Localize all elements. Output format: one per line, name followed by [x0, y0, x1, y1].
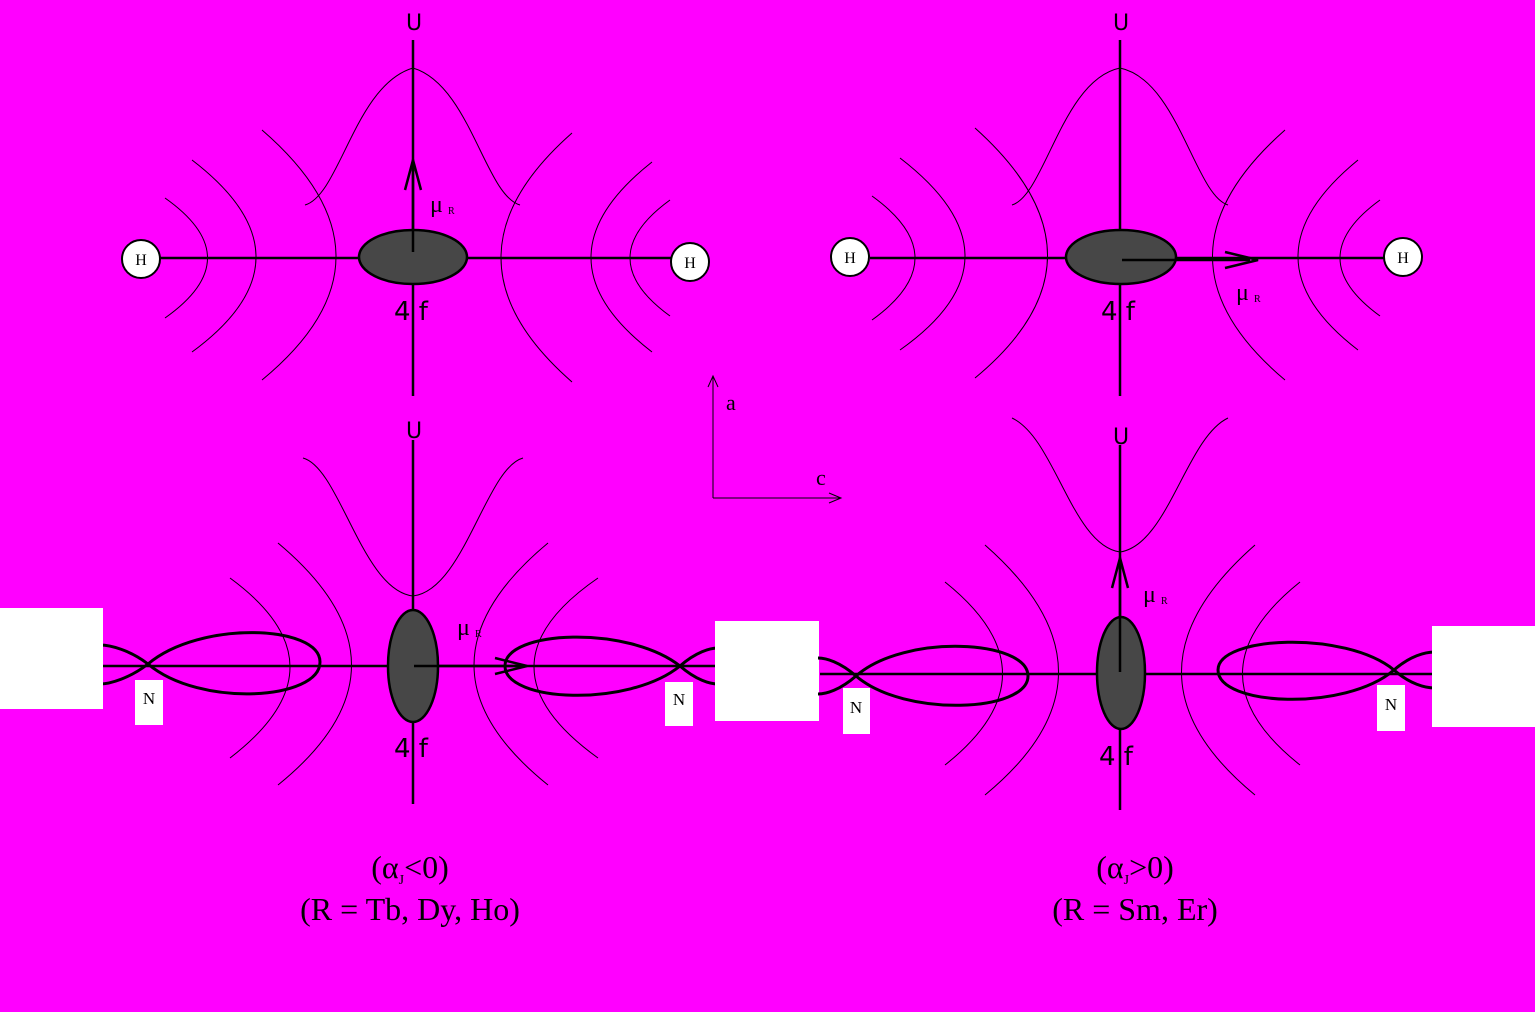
panel-bottom-right: N N U 4 f μ R	[817, 417, 1535, 810]
potential-curve	[1011, 417, 1229, 553]
orbital-lobe	[1216, 640, 1395, 701]
field-arc	[984, 544, 1059, 796]
field-arc	[473, 542, 549, 786]
caption-right-line2: (R = Sm, Er)	[1052, 891, 1218, 927]
nitrogen-label-box	[135, 680, 163, 725]
axis-a-arrowhead	[707, 374, 719, 388]
hydrogen-atom	[830, 237, 870, 277]
hydrogen-atom	[121, 239, 161, 279]
mu-label: μ	[430, 192, 443, 218]
field-arc	[590, 161, 653, 353]
axis-c-label: c	[816, 465, 826, 490]
caption-left-line2: (R = Tb, Dy, Ho)	[300, 891, 520, 927]
orbital-lobe	[855, 644, 1030, 707]
mu-label: μ	[1143, 582, 1156, 608]
field-arc	[899, 157, 966, 351]
field-arc	[1297, 159, 1359, 351]
field-arc	[261, 129, 337, 381]
caption-left-line1: (αJ<0)	[371, 849, 449, 888]
crystal-axes: a c	[707, 374, 843, 504]
4f-label: 4 f	[394, 734, 429, 764]
field-arc	[277, 542, 352, 786]
u-label: U	[406, 419, 422, 444]
4f-label: 4 f	[394, 297, 429, 327]
mu-subscript: R	[475, 629, 482, 640]
hydrogen-label: H	[135, 252, 147, 269]
nitrogen-label: N	[1385, 695, 1397, 714]
field-arc	[1181, 544, 1256, 796]
mu-label: μ	[457, 615, 470, 641]
caption-right: (αJ>0) (R = Sm, Er)	[1052, 849, 1218, 927]
arrow-head	[494, 656, 528, 676]
hydrogen-label: H	[684, 255, 696, 272]
field-arc	[1339, 199, 1381, 317]
panel-bottom-left: N N U 4 f μ R	[0, 419, 819, 804]
orbital-lobe-tail	[817, 656, 857, 678]
mu-subscript: R	[448, 206, 455, 217]
nitrogen-label-box	[1377, 685, 1405, 731]
potential-curve	[1011, 67, 1229, 206]
rare-earth-site-box	[715, 621, 819, 721]
axis-c-arrowhead	[828, 492, 843, 504]
hydrogen-atom	[1383, 237, 1423, 277]
nitrogen-label-box	[665, 682, 693, 726]
field-arc	[164, 197, 208, 319]
u-label: U	[406, 11, 422, 36]
mu-subscript: R	[1161, 596, 1168, 607]
field-arc	[229, 577, 291, 759]
hydrogen-atom	[670, 242, 710, 282]
axis-a-label: a	[726, 390, 736, 415]
orbital-lobe-tail	[1393, 650, 1436, 672]
orbital-lobe-tail	[679, 646, 719, 668]
caption-right-line1: (αJ>0)	[1096, 849, 1174, 888]
nitrogen-label-box	[843, 688, 870, 734]
field-arc	[871, 195, 916, 321]
field-arc	[1212, 129, 1286, 381]
field-arc	[629, 199, 671, 317]
u-label: U	[1113, 11, 1129, 36]
nitrogen-label: N	[143, 689, 155, 708]
rare-earth-site-box	[1432, 626, 1535, 727]
hydrogen-label: H	[844, 250, 856, 267]
orbital-lobe-tail	[817, 674, 857, 696]
orbital-lobe-tail	[99, 643, 149, 666]
panel-top-left: H H U 4 f μ R	[121, 11, 710, 396]
arrow-head	[403, 155, 423, 191]
field-arc	[944, 581, 1003, 766]
u-label: U	[1113, 425, 1129, 450]
mu-subscript: R	[1254, 294, 1261, 305]
4f-label: 4 f	[1099, 742, 1134, 772]
mu-label: μ	[1236, 280, 1249, 306]
orbital-lobe	[147, 631, 322, 696]
arrow-head	[1224, 250, 1259, 270]
hydrogen-label: H	[1397, 250, 1409, 267]
field-arc	[533, 577, 599, 759]
potential-curve	[302, 457, 524, 597]
field-arc	[974, 127, 1048, 379]
arrow-head	[1110, 553, 1130, 589]
4f-ion-oblate	[1064, 228, 1178, 286]
field-arc	[1242, 581, 1301, 766]
field-arc	[191, 159, 257, 353]
field-arc	[500, 132, 573, 383]
4f-label: 4 f	[1101, 297, 1136, 327]
orbital-lobe-tail	[679, 664, 719, 686]
rare-earth-site-box	[0, 608, 103, 709]
panel-top-right: H H U 4 f μ R	[830, 11, 1423, 396]
potential-curve	[304, 67, 521, 206]
nitrogen-label: N	[673, 690, 685, 709]
nitrogen-label: N	[850, 698, 862, 717]
caption-left: (αJ<0) (R = Tb, Dy, Ho)	[300, 849, 520, 927]
